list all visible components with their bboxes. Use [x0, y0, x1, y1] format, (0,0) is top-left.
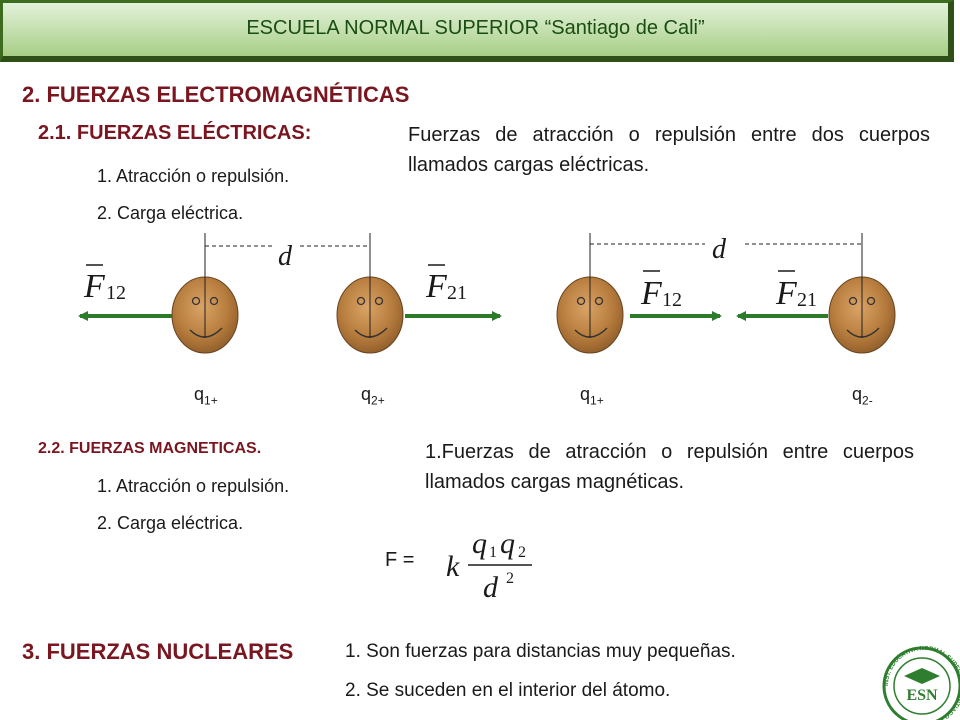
charge-label-left-2: q2+: [361, 384, 385, 408]
electric-description-line2: llamados cargas eléctricas.: [408, 154, 650, 176]
magnetic-description-line1: 1.Fuerzas de atracción o repulsión entre…: [425, 441, 914, 463]
distance-label-right: d: [712, 234, 727, 265]
electric-description-line1: Fuerzas de atracción o repulsión entre d…: [408, 124, 930, 146]
force-label-left-21: F 21: [425, 264, 467, 305]
nuclear-item-1: 1. Son fuerzas para distancias muy peque…: [345, 641, 736, 662]
magnetic-description-line2: llamados cargas magnéticas.: [425, 471, 685, 493]
header-title: ESCUELA NORMAL SUPERIOR “Santiago de Cal…: [246, 17, 705, 39]
svg-text:21: 21: [797, 289, 817, 311]
electric-item-2: 2. Carga eléctrica.: [97, 203, 244, 223]
formula-lhs: F =: [385, 549, 415, 571]
svg-text:F: F: [425, 268, 448, 305]
charge-label-left-1: q1+: [194, 384, 218, 408]
header-banner: ESCUELA NORMAL SUPERIOR “Santiago de Cal…: [0, 0, 954, 62]
svg-text:21: 21: [447, 282, 467, 304]
svg-text:F: F: [83, 268, 106, 305]
section-title-electromagnetic: 2. FUERZAS ELECTROMAGNÉTICAS: [22, 82, 410, 107]
charge-label-right-2: q2-: [852, 384, 873, 408]
magnetic-description: 1.Fuerzas de atracción o repulsión entre…: [425, 437, 914, 497]
electric-description: Fuerzas de atracción o repulsión entre d…: [408, 120, 930, 180]
distance-label-left: d: [278, 241, 293, 272]
nuclear-item-2: 2. Se suceden en el interior del átomo.: [345, 680, 671, 701]
svg-text:12: 12: [662, 289, 682, 311]
section-title-nuclear: 3. FUERZAS NUCLEARES: [22, 639, 294, 664]
svg-text:F: F: [640, 275, 663, 312]
electric-item-1: 1. Atracción o repulsión.: [97, 166, 290, 186]
charge-label-right-1: q1+: [580, 384, 604, 408]
force-label-right-21: F 21: [775, 270, 817, 312]
force-label-right-12: F 12: [640, 270, 682, 312]
subsection-title-magnetic: 2.2. FUERZAS MAGNETICAS.: [38, 440, 262, 457]
svg-text:F: F: [775, 275, 798, 312]
force-label-left-12: F 12: [83, 264, 126, 305]
svg-text:12: 12: [106, 282, 126, 304]
magnetic-item-2: 2. Carga eléctrica.: [97, 513, 244, 533]
magnetic-item-1: 1. Atracción o repulsión.: [97, 476, 290, 496]
subsection-title-electric: 2.1. FUERZAS ELÉCTRICAS:: [38, 122, 312, 144]
